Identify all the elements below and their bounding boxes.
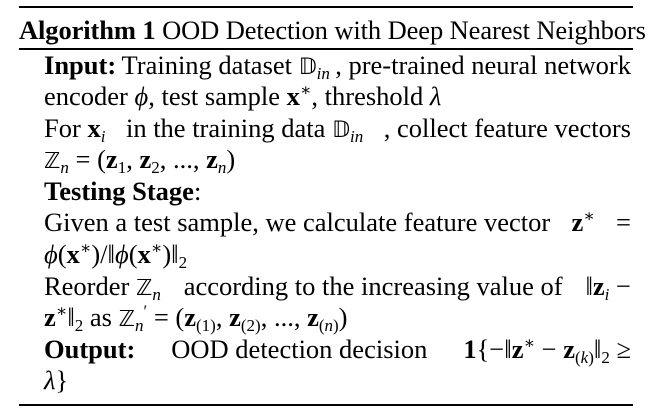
- given-line-2: ϕ(x∗)/‖ϕ(x∗)‖2: [44, 238, 188, 273]
- algorithm-number: Algorithm 1: [19, 15, 156, 45]
- reorder-line-2: z∗‖2 as ℤn′ = (z(1), z(2), ..., z(n)): [44, 301, 348, 336]
- input-encoder-text: , pre-trained neural network: [335, 49, 631, 80]
- bottom-rule: [19, 404, 633, 406]
- output-line-2: λ}: [44, 365, 69, 396]
- input-dataset-text: Training dataset 𝔻in: [121, 49, 330, 83]
- header-rule: [19, 48, 633, 50]
- input-label: Input:: [44, 49, 117, 80]
- output-line-1: Output: OOD detection decision 1{−‖z∗ − …: [44, 333, 631, 367]
- input-line-1: Input: Training dataset 𝔻in , pre-traine…: [44, 50, 631, 82]
- given-line-1: Given a test sample, we calculate featur…: [44, 207, 631, 238]
- algorithm-title: OOD Detection with Deep Nearest Neighbor…: [162, 15, 646, 45]
- testing-stage-line: Testing Stage:: [44, 175, 202, 206]
- collect-line-1: For xi in the training data 𝔻in , collec…: [44, 112, 631, 146]
- algorithm-body: Input: Training dataset 𝔻in , pre-traine…: [19, 50, 633, 398]
- output-label: Output:: [44, 333, 136, 364]
- output-text: OOD detection decision: [171, 333, 428, 364]
- input-line-2: encoder ϕ, test sample x∗, threshold λ: [44, 80, 442, 112]
- testing-stage-label: Testing Stage: [44, 175, 194, 206]
- top-rule: [19, 6, 633, 8]
- collect-line-2: ℤn = (z1, z2, ..., zn): [44, 144, 236, 178]
- algorithm-box: Algorithm 1 OOD Detection with Deep Near…: [19, 6, 646, 406]
- reorder-line-1: Reorder ℤn according to the increasing v…: [44, 270, 631, 304]
- algorithm-header: Algorithm 1 OOD Detection with Deep Near…: [19, 8, 646, 45]
